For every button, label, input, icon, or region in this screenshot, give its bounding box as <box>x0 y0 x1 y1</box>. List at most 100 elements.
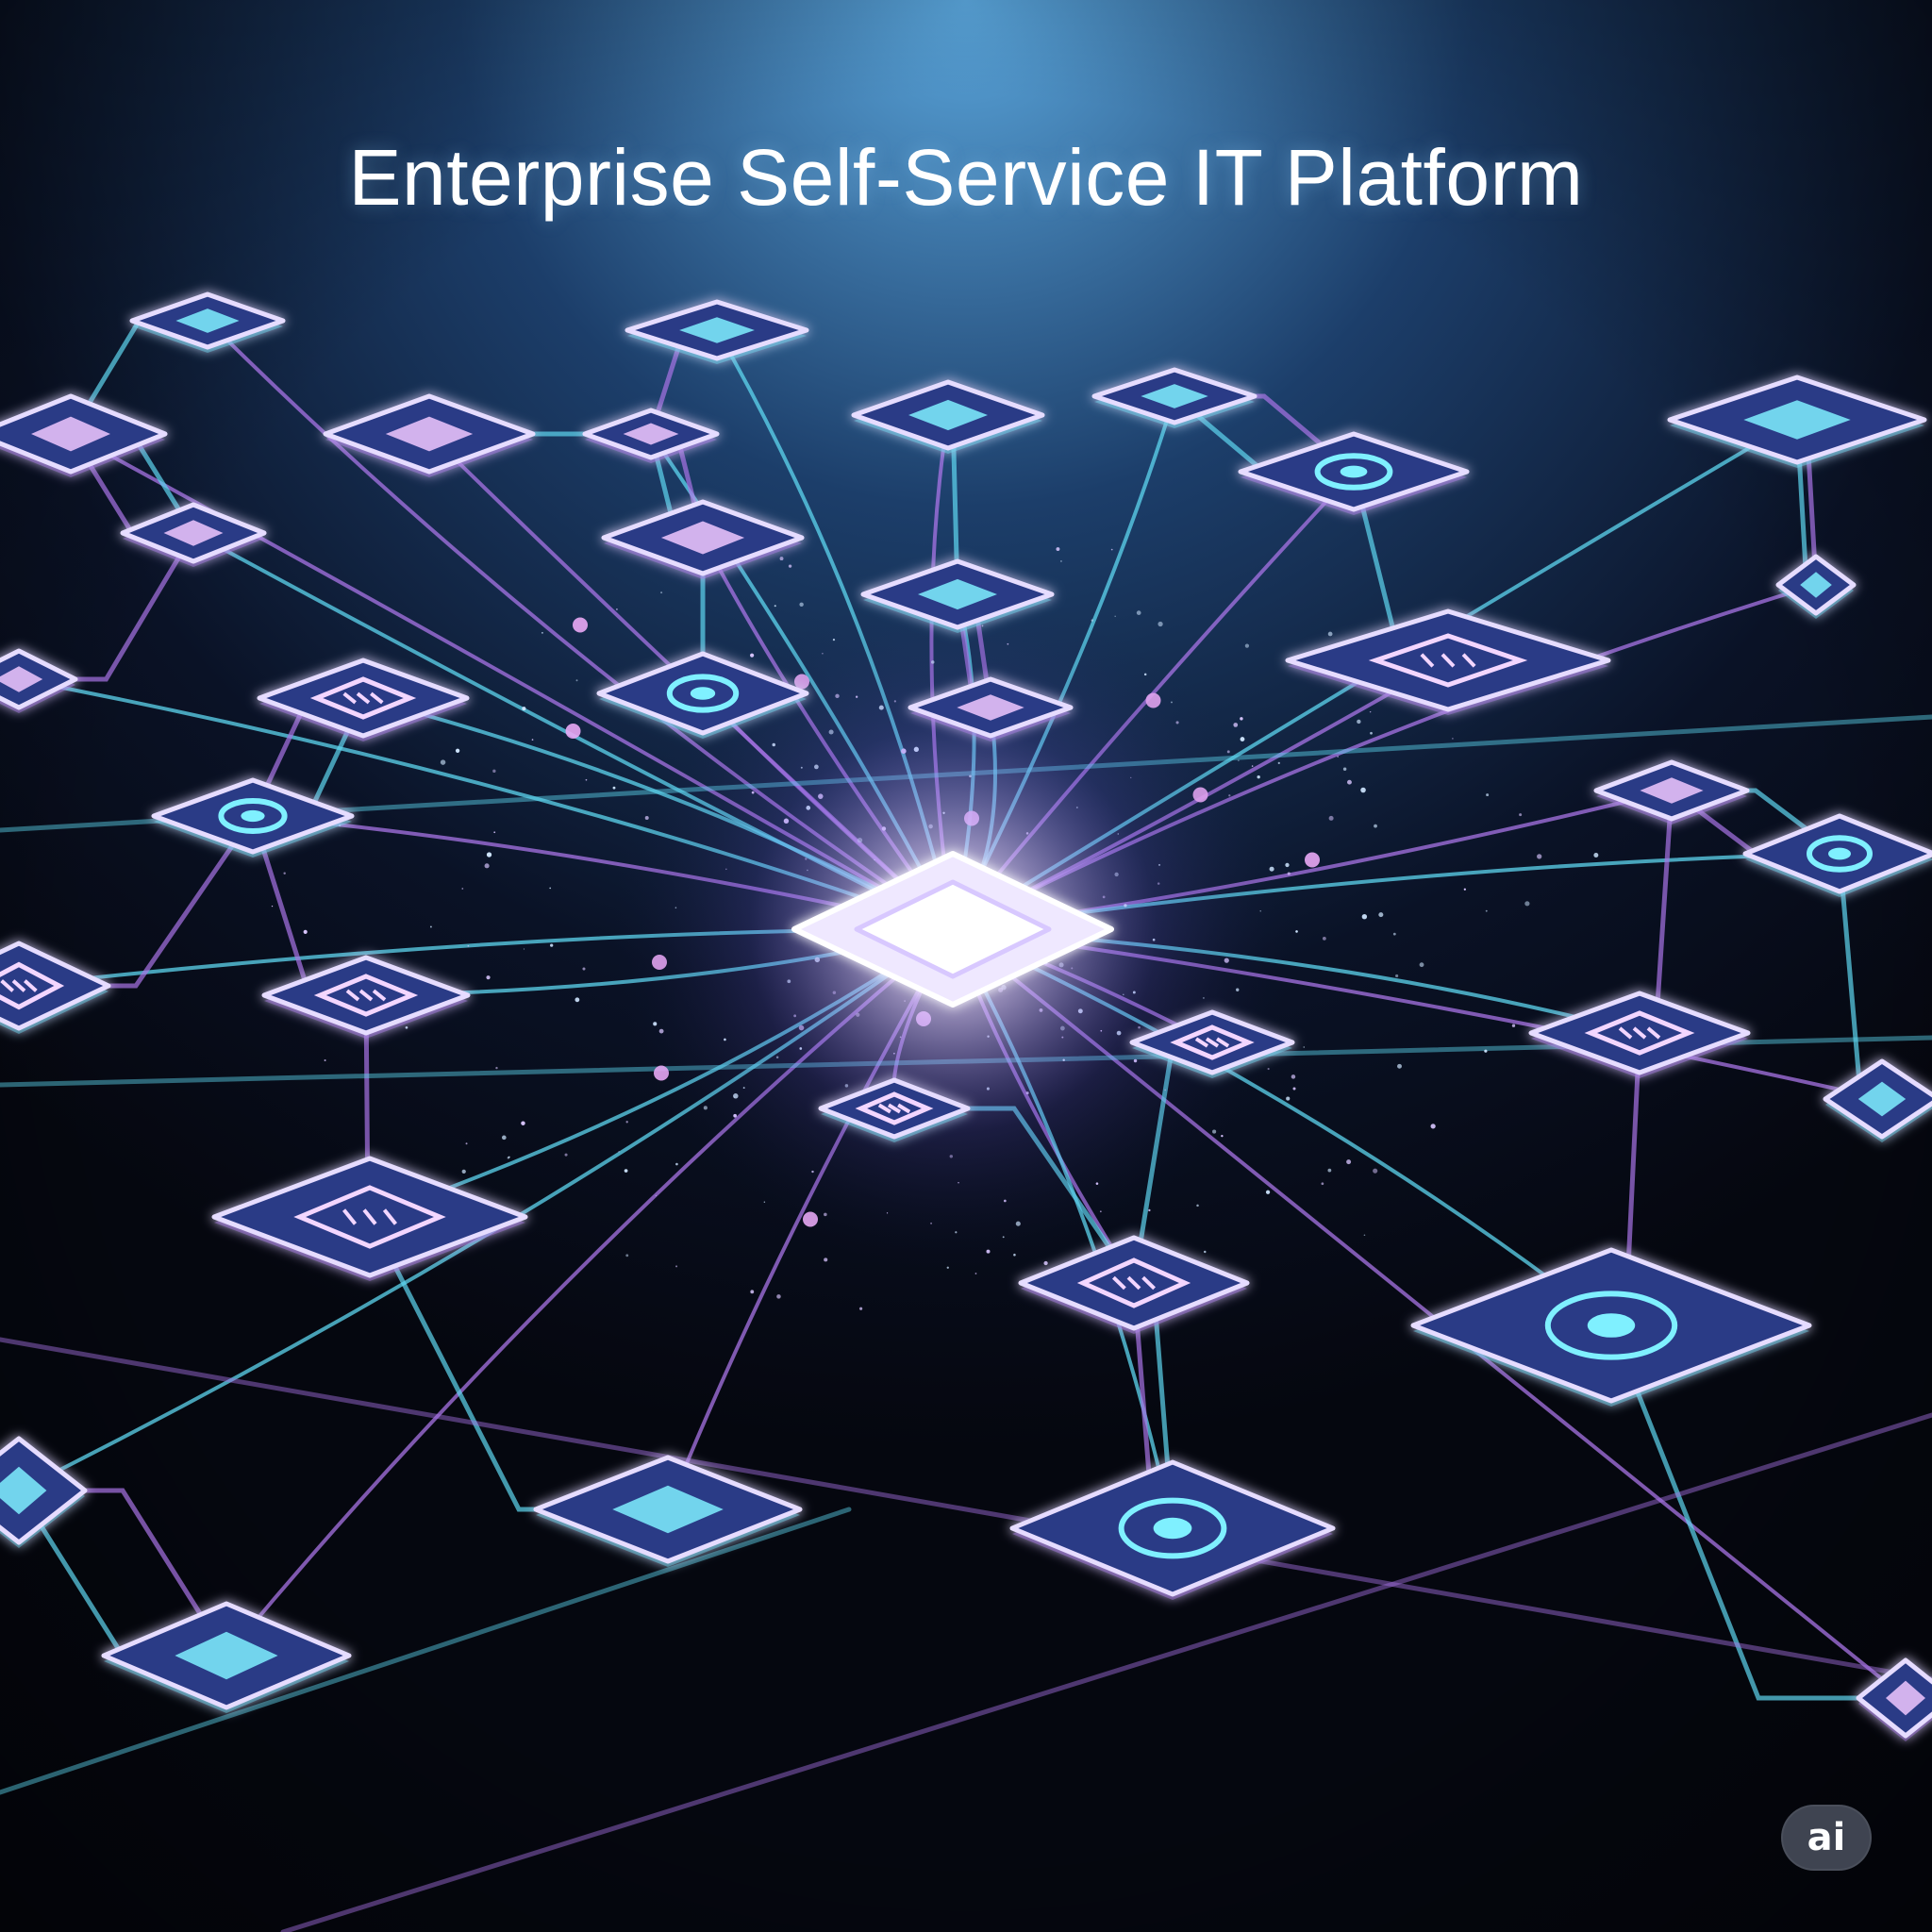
particle <box>1322 937 1326 941</box>
particle <box>585 778 588 781</box>
network-node <box>851 379 1045 454</box>
particle <box>1295 930 1298 933</box>
network-node <box>596 651 809 739</box>
node-panel-glyph <box>1368 633 1528 688</box>
particle <box>501 1135 507 1141</box>
particle <box>1286 1096 1291 1101</box>
node-square-glyph <box>918 578 997 610</box>
particle <box>612 786 616 790</box>
particle <box>550 943 554 947</box>
particle <box>1357 719 1361 724</box>
particle <box>618 1151 620 1153</box>
node-square-glyph <box>1886 1680 1925 1716</box>
particle <box>1337 756 1339 758</box>
particle <box>531 739 534 741</box>
particle <box>283 872 286 874</box>
particle <box>1287 872 1291 875</box>
node-ring-glyph <box>666 674 740 713</box>
particle <box>575 997 580 1003</box>
particle <box>461 888 464 890</box>
node-ring-glyph <box>1118 1497 1227 1559</box>
network-node <box>908 676 1074 741</box>
network-node <box>601 499 805 579</box>
particle <box>582 967 586 971</box>
network-node <box>1528 991 1751 1078</box>
node-ring-glyph <box>1544 1291 1678 1360</box>
particle <box>1265 1190 1271 1194</box>
particle <box>440 759 446 765</box>
particle <box>1291 1074 1296 1079</box>
particle <box>660 591 663 594</box>
network-node <box>151 777 355 858</box>
network-node <box>1018 1235 1250 1334</box>
particle <box>1370 731 1373 735</box>
particle <box>1321 1182 1324 1186</box>
particle <box>1378 912 1384 918</box>
central-hub-node <box>791 851 1114 1008</box>
network-node <box>257 658 470 741</box>
particle <box>465 1142 468 1145</box>
network-node <box>1009 1459 1336 1600</box>
network-node <box>1593 759 1750 824</box>
particle <box>1537 854 1542 859</box>
particle <box>1257 774 1260 779</box>
particle <box>507 1157 510 1159</box>
particle <box>1196 1204 1199 1208</box>
node-square-glyph <box>1800 572 1832 598</box>
particle <box>467 944 470 947</box>
particle <box>486 852 492 858</box>
network-node <box>1285 608 1611 715</box>
particle <box>541 632 543 634</box>
network-node <box>211 1156 528 1281</box>
particle <box>1430 1124 1436 1129</box>
particle <box>616 608 618 610</box>
node-square-glyph <box>0 666 43 692</box>
particle <box>1511 1024 1516 1027</box>
particle <box>455 748 460 753</box>
node-square-glyph <box>908 399 988 431</box>
network-node <box>129 291 286 353</box>
particle <box>303 929 308 934</box>
node-panel-glyph <box>1076 1257 1191 1308</box>
particle <box>774 605 776 608</box>
particle <box>859 1307 863 1310</box>
circuit-trace <box>280 1412 1932 1932</box>
network-node <box>1742 813 1932 897</box>
network-nodes <box>0 291 1932 1741</box>
particle <box>655 1194 657 1197</box>
node-square-glyph <box>175 308 240 333</box>
particle <box>1327 1168 1332 1173</box>
node-square-glyph <box>660 521 745 555</box>
particle <box>625 1254 629 1257</box>
circuit-trace <box>0 1507 852 1795</box>
particle <box>1240 737 1245 741</box>
particle <box>1363 1234 1366 1237</box>
network-node <box>323 393 536 477</box>
node-square-glyph <box>612 1485 724 1534</box>
particle <box>1303 1046 1305 1048</box>
particle <box>1395 974 1399 978</box>
particle <box>1043 1260 1048 1266</box>
network-node <box>1091 367 1257 428</box>
particle <box>776 1294 781 1299</box>
node-panel-glyph <box>293 1185 446 1249</box>
network-node <box>533 1455 803 1567</box>
network-node <box>101 1601 352 1713</box>
particle <box>1327 631 1333 637</box>
network-node <box>0 1436 88 1548</box>
particle <box>1593 853 1599 858</box>
node-square-glyph <box>1141 384 1208 408</box>
particle <box>1452 738 1454 740</box>
particle <box>405 1025 408 1029</box>
particle <box>492 769 496 773</box>
network-node <box>1856 1657 1932 1741</box>
particle <box>521 1121 525 1125</box>
particle <box>493 831 496 834</box>
particle <box>1110 548 1113 551</box>
particle <box>486 975 491 980</box>
particle <box>1233 723 1239 727</box>
ai-badge: ai <box>1781 1805 1872 1871</box>
node-square-glyph <box>623 423 679 445</box>
circuit-trace <box>0 1337 1932 1682</box>
